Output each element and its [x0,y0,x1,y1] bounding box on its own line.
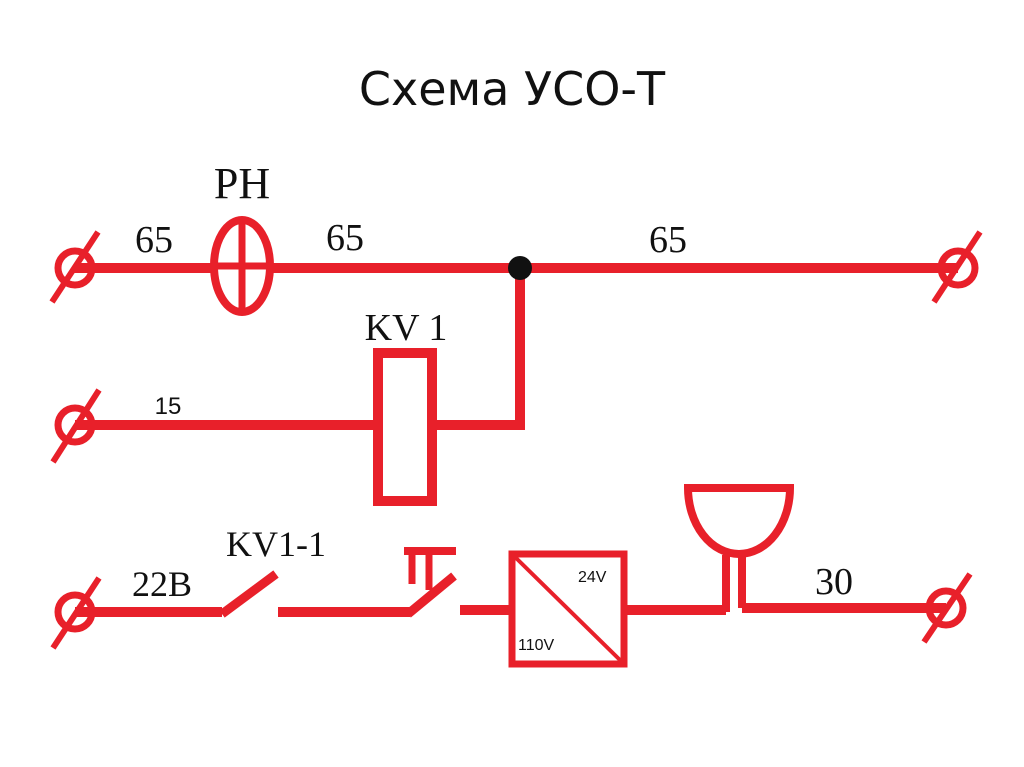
label-converter-out: 24V [578,569,607,586]
terminal-icon [49,230,101,304]
label-wire-22b: 22В [132,564,192,604]
junction-dot [508,256,532,280]
label-wire-65-left: 65 [135,219,173,261]
terminal-icon [50,388,102,464]
label-converter-in: 110V [518,637,555,654]
label-wire-65-mid: 65 [326,217,364,259]
label-wire-65-right: 65 [649,219,687,261]
push-button-icon [404,547,457,618]
label-rn: РН [214,159,270,208]
bell-icon [683,484,795,612]
label-wire-30: 30 [815,561,853,603]
label-contact-kv1-1: KV1-1 [226,524,326,564]
terminal-icon [931,230,983,304]
relay-contact-icon [219,570,279,618]
wire-junction-drop [432,268,525,430]
slide-title: Схема УСО-Т [358,62,666,116]
label-wire-15: 15 [155,393,182,420]
relay-coil-icon [373,348,437,506]
label-relay-kv1: KV 1 [365,307,448,349]
voltage-relay-icon [210,216,274,316]
